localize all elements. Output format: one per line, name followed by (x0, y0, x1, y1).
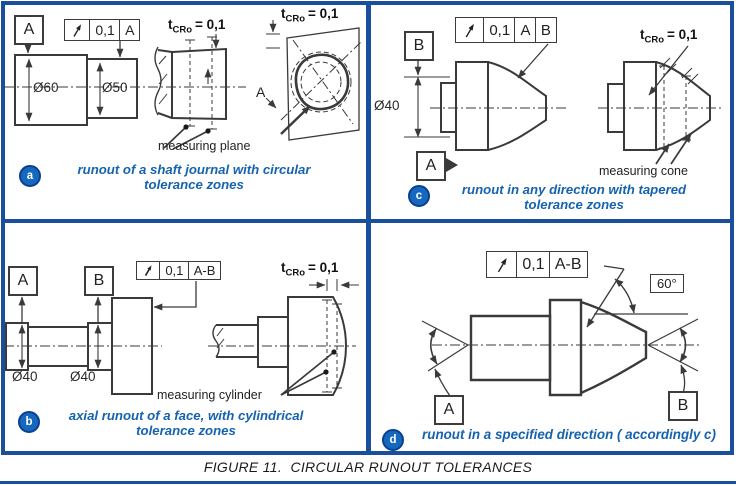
panel-b-caption-line2: tolerance zones (136, 422, 236, 438)
panel-d-caption: runout in a specified direction ( accord… (422, 427, 716, 442)
circular-runout-symbol-icon (64, 19, 91, 41)
circular-runout-symbol-icon (136, 261, 161, 280)
panel-a-drawing (4, 6, 364, 218)
panel-b-badge: b (18, 411, 40, 433)
fcf-tolerance-value: 0,1 (89, 19, 121, 41)
dimension-label-d40: Ø40 (12, 369, 38, 384)
panel-d-feature-control-frame: 0,1 A-B (486, 251, 588, 278)
fcf-datum-reference-primary: A (514, 17, 537, 43)
panel-b-datum-box-b: B (84, 266, 114, 296)
panel-c-caption-line2: tolerance zones (524, 196, 624, 212)
panel-d-datum-box-a: A (434, 395, 464, 425)
angle-label-box: 60° (650, 274, 684, 293)
panel-c-drawing (372, 8, 734, 172)
fcf-datum-reference: A-B (187, 261, 222, 280)
circular-runout-symbol-icon (486, 251, 518, 278)
figure-caption: FIGURE 11. CIRCULAR RUNOUT TOLERANCES (203, 459, 533, 475)
fcf-datum-reference-secondary: B (534, 17, 557, 43)
panel-d-drawing (372, 250, 734, 452)
section-axis-label: A (256, 84, 266, 100)
tcro-label: tCRo= 0,1 (281, 260, 339, 279)
fcf-tolerance-value: 0,1 (483, 17, 517, 43)
panel-b-caption-line1: axial runout of a face, with cylindrical (68, 408, 304, 423)
measuring-plane-label: measuring plane (158, 139, 251, 153)
panel-a-caption-line1: runout of a shaft journal with circular (77, 162, 311, 177)
tcro-label: tCRo= 0,1 (281, 6, 339, 25)
tcro-label: tCRo= 0,1 (640, 27, 698, 46)
measuring-cylinder-label: measuring cylinder (157, 388, 262, 402)
circular-runout-symbol-icon (455, 17, 485, 43)
panel-c-datum-box-a: A (416, 151, 446, 181)
fcf-tolerance-value: 0,1 (516, 251, 551, 278)
panel-c-badge: c (408, 185, 430, 207)
panel-b-datum-box-a: A (8, 266, 38, 296)
tcro-label: tCRo= 0,1 (168, 17, 226, 36)
dimension-label-d40: Ø40 (374, 98, 400, 113)
panel-d-badge: d (382, 429, 404, 451)
dimension-label-d60: Ø60 (33, 80, 59, 95)
panel-a-caption: runout of a shaft journal with circular … (36, 162, 352, 192)
panel-a-datum-box-a: A (14, 15, 44, 45)
vertical-divider (366, 1, 371, 455)
bottom-rule (0, 481, 736, 484)
fcf-tolerance-value: 0,1 (159, 261, 190, 280)
fcf-datum-reference: A-B (548, 251, 588, 278)
dimension-label-d40: Ø40 (70, 369, 96, 384)
panel-c-datum-box-b: B (404, 31, 434, 61)
panel-c-caption-line1: runout in any direction with tapered (461, 182, 687, 197)
horizontal-divider (1, 219, 734, 223)
panel-a-badge: a (19, 165, 41, 187)
panel-b-caption: axial runout of a face, with cylindrical… (34, 408, 338, 438)
dimension-label-d50: Ø50 (102, 80, 128, 95)
measuring-cone-label: measuring cone (599, 164, 688, 178)
panel-c-feature-control-frame: 0,1 A B (455, 17, 557, 43)
panel-b-drawing (4, 252, 364, 452)
panel-a-caption-line2: tolerance zones (144, 176, 244, 192)
fcf-datum-reference: A (119, 19, 141, 41)
panel-d-datum-box-b: B (668, 391, 698, 421)
panel-b-feature-control-frame: 0,1 A-B (136, 261, 222, 280)
panel-a-feature-control-frame: 0,1 A (64, 19, 141, 41)
panel-c-caption: runout in any direction with tapered tol… (424, 182, 724, 212)
